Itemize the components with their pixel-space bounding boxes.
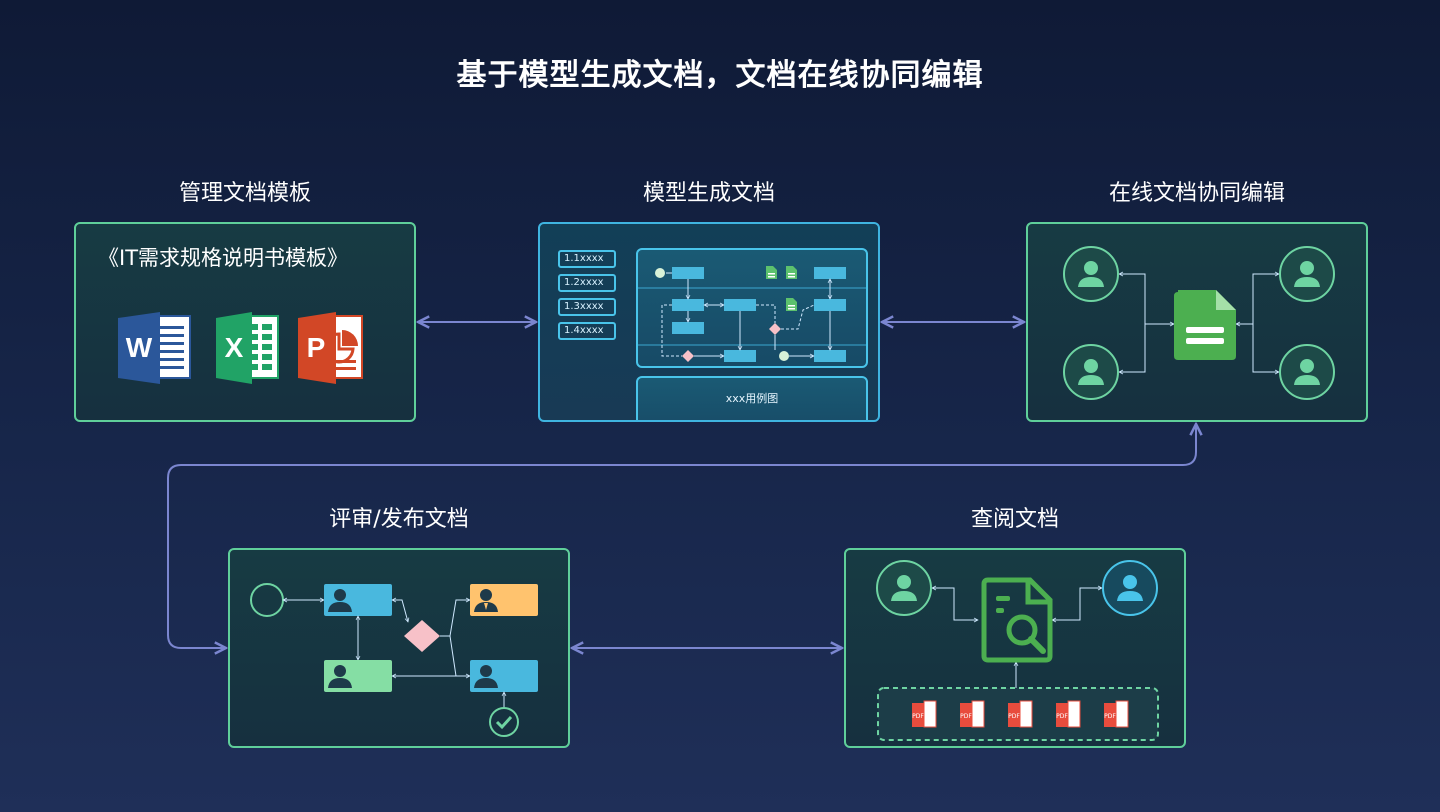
view-docs-diagram: PDF PDF PDF PDF PDF [876, 560, 1159, 741]
stage-title-manage: 管理文档模板 [178, 181, 311, 206]
pdf-label: PDF [912, 713, 924, 720]
word-icon: W [118, 312, 191, 384]
svg-text:W: W [126, 332, 153, 363]
model-diagram-panel [636, 248, 868, 368]
stage-title-generate: 模型生成文档 [642, 181, 775, 206]
card-generate-docs: 1.1xxxx 1.2xxxx 1.3xxxx 1.4xxxx [538, 222, 880, 422]
check-icon [489, 707, 519, 737]
svg-text:X: X [225, 332, 244, 363]
pdf-label: PDF [1056, 713, 1068, 720]
usecase-panel: xxx用例图 [636, 376, 868, 420]
card-view-docs: PDF PDF PDF PDF PDF [844, 548, 1186, 748]
start-node [250, 583, 284, 617]
toc-item-4: 1.4xxxx [558, 322, 616, 340]
excel-icon: X [216, 312, 279, 384]
review-flow-diagram [250, 583, 538, 737]
manager-avatar-icon [474, 589, 498, 612]
pdf-icon: PDF PDF PDF PDF PDF [912, 700, 1129, 728]
svg-text:P: P [307, 332, 326, 363]
pdf-label: PDF [960, 713, 972, 720]
small-doc-icon [766, 266, 797, 311]
connector-collab-review [167, 424, 1196, 648]
card-manage-templates: 《IT需求规格说明书模板》 W X P [74, 222, 416, 422]
collab-diagram [1063, 246, 1335, 400]
user-avatar-icon [1063, 246, 1335, 400]
usecase-label: xxx用例图 [725, 392, 779, 405]
toc-item-2: 1.2xxxx [558, 274, 616, 292]
template-name: 《IT需求规格说明书模板》 [98, 246, 349, 270]
document-search-icon [981, 577, 1053, 663]
card-online-collab [1026, 222, 1368, 422]
toc-item-3: 1.3xxxx [558, 298, 616, 316]
toc-item-1: 1.1xxxx [558, 250, 616, 268]
pdf-label: PDF [1008, 713, 1020, 720]
stage-title-collab: 在线文档协同编辑 [1108, 181, 1285, 206]
card-review-publish [228, 548, 570, 748]
shared-document-icon [1174, 290, 1236, 360]
powerpoint-icon: P [298, 312, 363, 384]
pdf-label: PDF [1104, 713, 1116, 720]
process-model-diagram [638, 266, 866, 362]
decision-diamond [404, 620, 440, 652]
user-avatar-icon [328, 589, 498, 688]
page-title: 基于模型生成文档，文档在线协同编辑 [456, 58, 984, 93]
user-avatar-icon [876, 560, 1158, 616]
